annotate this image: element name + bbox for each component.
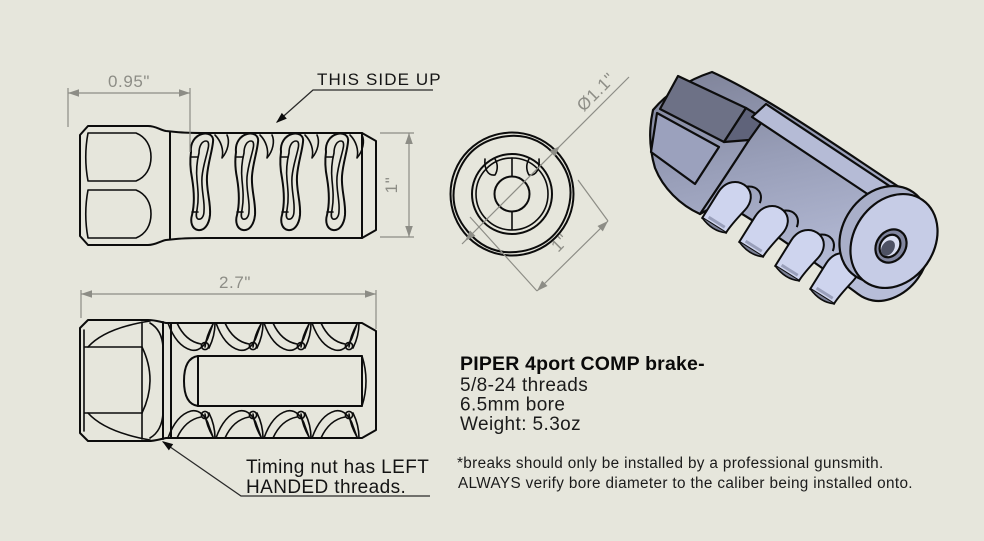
disclaimer-line-2: ALWAYS verify bore diameter to the calib… (458, 475, 913, 492)
port-cutout (324, 132, 365, 232)
callout-label: THIS SIDE UP (317, 70, 442, 89)
top-serrations-upper (167, 322, 360, 352)
port-cutout (189, 132, 230, 232)
top-slot (197, 355, 363, 407)
top-serrations-lower (167, 409, 360, 439)
front-body-circle (471, 153, 553, 235)
dim-arrow (405, 133, 413, 144)
product-title: PIPER 4port COMP brake- (460, 353, 705, 375)
dim-arrow (81, 290, 92, 298)
front-port-notch-left (484, 158, 499, 176)
this-side-up-callout: THIS SIDE UP (273, 70, 442, 126)
hex-face-front (649, 111, 721, 186)
top-slot-left-arc (183, 355, 199, 407)
side-view (79, 125, 377, 246)
dim-arrow (179, 89, 190, 97)
dim-diameter: Ø1.1" (573, 69, 619, 115)
spec-threads: 5/8-24 threads (460, 375, 588, 396)
dim-arrow (68, 89, 79, 97)
port-cutout (279, 132, 320, 232)
dim-nut-width: 0.95" (108, 72, 150, 91)
side-nut-flat-upper (84, 132, 152, 182)
side-nut-flat-lower (84, 189, 152, 239)
spec-weight: Weight: 5.3oz (460, 414, 581, 435)
top-slot-right-arc (361, 355, 367, 407)
dim-arrow (405, 226, 413, 237)
dim-across-flats: 1" (547, 230, 572, 255)
disclaimer-line-1: *breaks should only be installed by a pr… (457, 455, 884, 472)
top-view (79, 319, 377, 442)
spec-block: PIPER 4port COMP brake- 5/8-24 threads 6… (460, 353, 705, 435)
front-hex-outline (452, 134, 572, 254)
spec-bore: 6.5mm bore (460, 395, 565, 416)
port-cutout (234, 132, 275, 232)
top-outline (79, 319, 377, 442)
render-3d (649, 70, 939, 315)
timing-nut-note: Timing nut has LEFT HANDED threads. (159, 437, 430, 498)
dim-overall-length: 2.7" (219, 273, 251, 292)
dim-arrow (365, 290, 376, 298)
top-nut-junction (162, 321, 172, 440)
bore-shadow (881, 240, 895, 256)
top-view-dimensions: 2.7" (80, 273, 377, 329)
front-outer-circle (449, 131, 575, 257)
dim-body-height: 1" (382, 177, 401, 194)
note-line-2: HANDED threads. (246, 477, 406, 498)
hex-body-edge (698, 138, 751, 216)
side-view-dimensions: 0.95" 1" (67, 72, 414, 238)
disclaimer-block: *breaks should only be installed by a pr… (457, 455, 913, 492)
note-line-1: Timing nut has LEFT (246, 457, 429, 478)
